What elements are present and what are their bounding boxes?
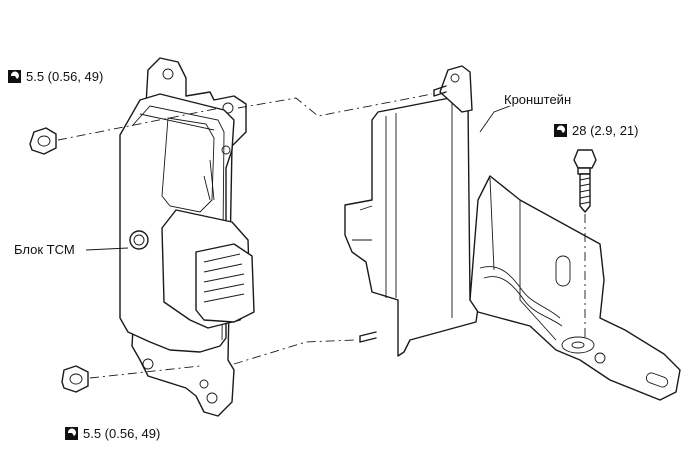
- nut-top: [29, 127, 57, 155]
- torque-wrench-icon: [554, 124, 567, 137]
- bracket-label: Кронштейн: [504, 92, 571, 107]
- nut-bottom: [61, 365, 89, 393]
- bolt-torque-label: 28 (2.9, 21): [572, 123, 639, 138]
- tcm-block: [119, 57, 255, 417]
- nut-bottom-torque-label: 5.5 (0.56, 49): [83, 426, 160, 441]
- bolt: [573, 149, 597, 213]
- bracket: [344, 65, 681, 401]
- tcm-block-label: Блок ТСМ: [14, 242, 75, 257]
- leaders: [85, 105, 511, 251]
- torque-wrench-icon: [8, 70, 21, 83]
- nut-top-torque-label: 5.5 (0.56, 49): [26, 69, 103, 84]
- torque-wrench-icon: [65, 427, 78, 440]
- alignment-lines: [57, 93, 586, 379]
